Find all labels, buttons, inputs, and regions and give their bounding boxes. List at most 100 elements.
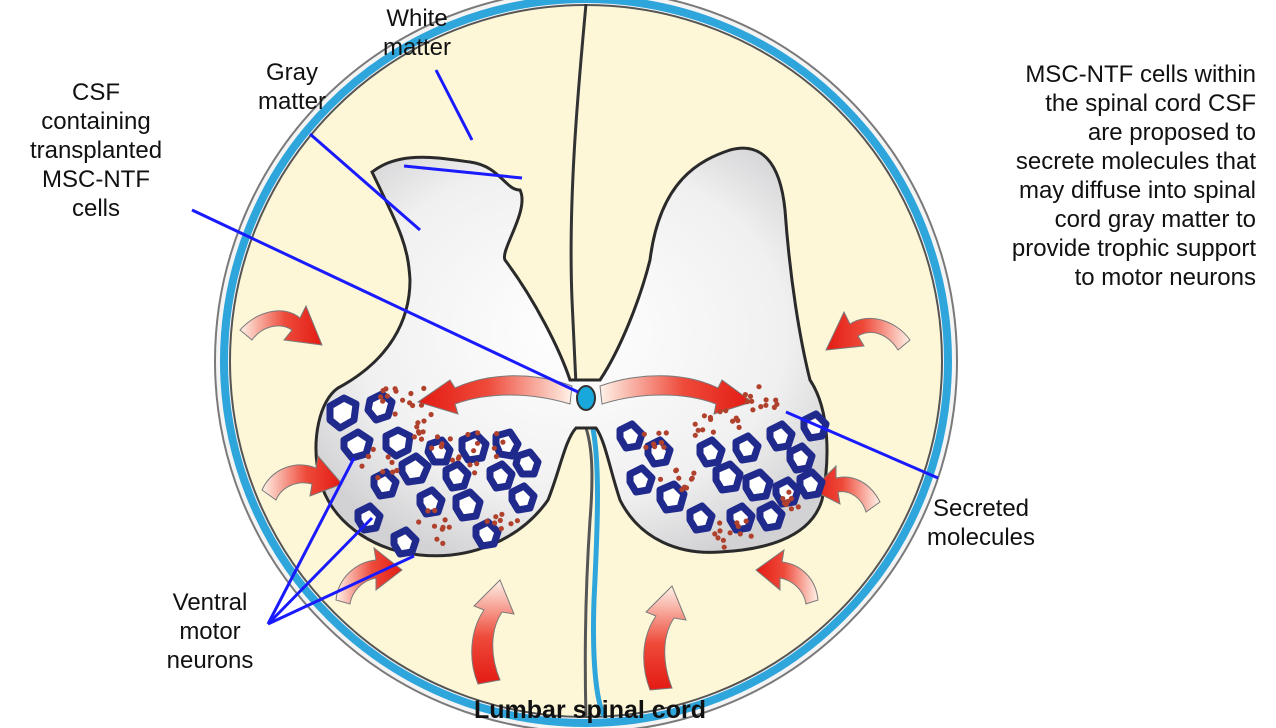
molecule-dot (465, 432, 470, 437)
neuron (394, 530, 416, 554)
molecule-dot (471, 448, 476, 453)
molecule-dot (750, 407, 755, 412)
molecule-dot (474, 461, 479, 466)
neuron (790, 446, 812, 470)
molecule-dot (728, 530, 733, 535)
molecule-dot (756, 384, 761, 389)
molecule-dot (744, 519, 749, 524)
molecule-dot (696, 428, 701, 433)
molecule-dot (412, 434, 417, 439)
molecule-dot (758, 404, 763, 409)
molecule-dot (722, 545, 727, 550)
molecule-dot (375, 475, 380, 480)
molecule-dot (389, 460, 394, 465)
label-secreted-molecules: Secreted molecules (898, 494, 1064, 552)
molecule-dot (390, 470, 395, 475)
molecule-dot (702, 413, 707, 418)
molecule-dot (380, 399, 385, 404)
neuron (736, 436, 758, 460)
molecule-dot (472, 470, 477, 475)
molecule-dot (416, 429, 421, 434)
molecule-dot (723, 408, 728, 413)
figure-title: Lumbar spinal cord (400, 696, 780, 725)
label-description: MSC-NTF cells within the spinal cord CSF… (930, 60, 1256, 292)
molecule-dot (393, 411, 398, 416)
molecule-dot (421, 386, 426, 391)
molecule-dot (659, 440, 664, 445)
molecule-dot (400, 398, 405, 403)
neuron (420, 490, 442, 514)
neuron (462, 434, 486, 460)
neuron (344, 432, 370, 458)
neuron (512, 486, 534, 510)
molecule-dot (749, 399, 754, 404)
molecule-dot (515, 518, 520, 523)
neuron (446, 464, 468, 488)
molecule-dot (419, 437, 424, 442)
molecule-dot (432, 508, 437, 513)
molecule-dot (467, 462, 472, 467)
label-csf: CSF containing transplanted MSC-NTF cell… (0, 78, 192, 223)
label-white-matter: White matter (362, 4, 472, 62)
molecule-dot (738, 531, 743, 536)
neuron (800, 472, 822, 496)
molecule-dot (448, 436, 453, 441)
label-gray-matter: Gray matter (240, 58, 344, 116)
molecule-dot (499, 526, 504, 531)
molecule-dot (425, 508, 430, 513)
molecule-dot (475, 441, 480, 446)
neuron (630, 468, 652, 492)
molecule-dot (457, 454, 462, 459)
molecule-dot (500, 440, 505, 445)
molecule-dot (494, 431, 499, 436)
molecule-dot (429, 445, 434, 450)
neuron (730, 506, 752, 530)
molecule-dot (434, 537, 439, 542)
neuron (496, 432, 518, 456)
molecule-dot (789, 496, 794, 501)
neuron (746, 472, 770, 498)
molecule-dot (679, 487, 684, 492)
neuron (770, 424, 792, 448)
molecule-dot (499, 512, 504, 517)
molecule-dot (691, 471, 696, 476)
molecule-dot (661, 445, 666, 450)
neuron (490, 464, 512, 488)
neuron (386, 430, 410, 456)
molecule-dot (381, 388, 386, 393)
molecule-dot (700, 427, 705, 432)
molecule-dot (419, 403, 424, 408)
neuron (760, 504, 782, 528)
molecule-dot (708, 417, 713, 422)
molecule-dot (380, 469, 385, 474)
molecule-dot (656, 431, 661, 436)
molecule-dot (439, 441, 444, 446)
molecule-dot (475, 430, 480, 435)
molecule-dot (712, 531, 717, 536)
neuron (620, 424, 642, 448)
molecule-dot (674, 468, 679, 473)
molecule-dot (786, 490, 791, 495)
molecule-dot (743, 392, 748, 397)
molecule-dot (784, 502, 789, 507)
molecule-dot (415, 420, 420, 425)
molecule-dot (492, 520, 497, 525)
molecule-dot (416, 519, 421, 524)
molecule-dot (676, 476, 681, 481)
molecule-dot (717, 528, 722, 533)
molecule-dot (386, 454, 391, 459)
neuron (516, 452, 538, 474)
molecule-dot (745, 399, 750, 404)
molecule-dot (494, 454, 499, 459)
neuron (700, 440, 722, 464)
molecule-dot (498, 518, 503, 523)
neuron (690, 506, 712, 530)
molecule-dot (764, 397, 769, 402)
central-canal (577, 386, 595, 410)
molecule-dot (493, 514, 498, 519)
molecule-dot (721, 538, 726, 543)
molecule-dot (749, 534, 754, 539)
molecule-dot (718, 409, 723, 414)
molecule-dot (492, 446, 497, 451)
molecule-dot (421, 418, 426, 423)
